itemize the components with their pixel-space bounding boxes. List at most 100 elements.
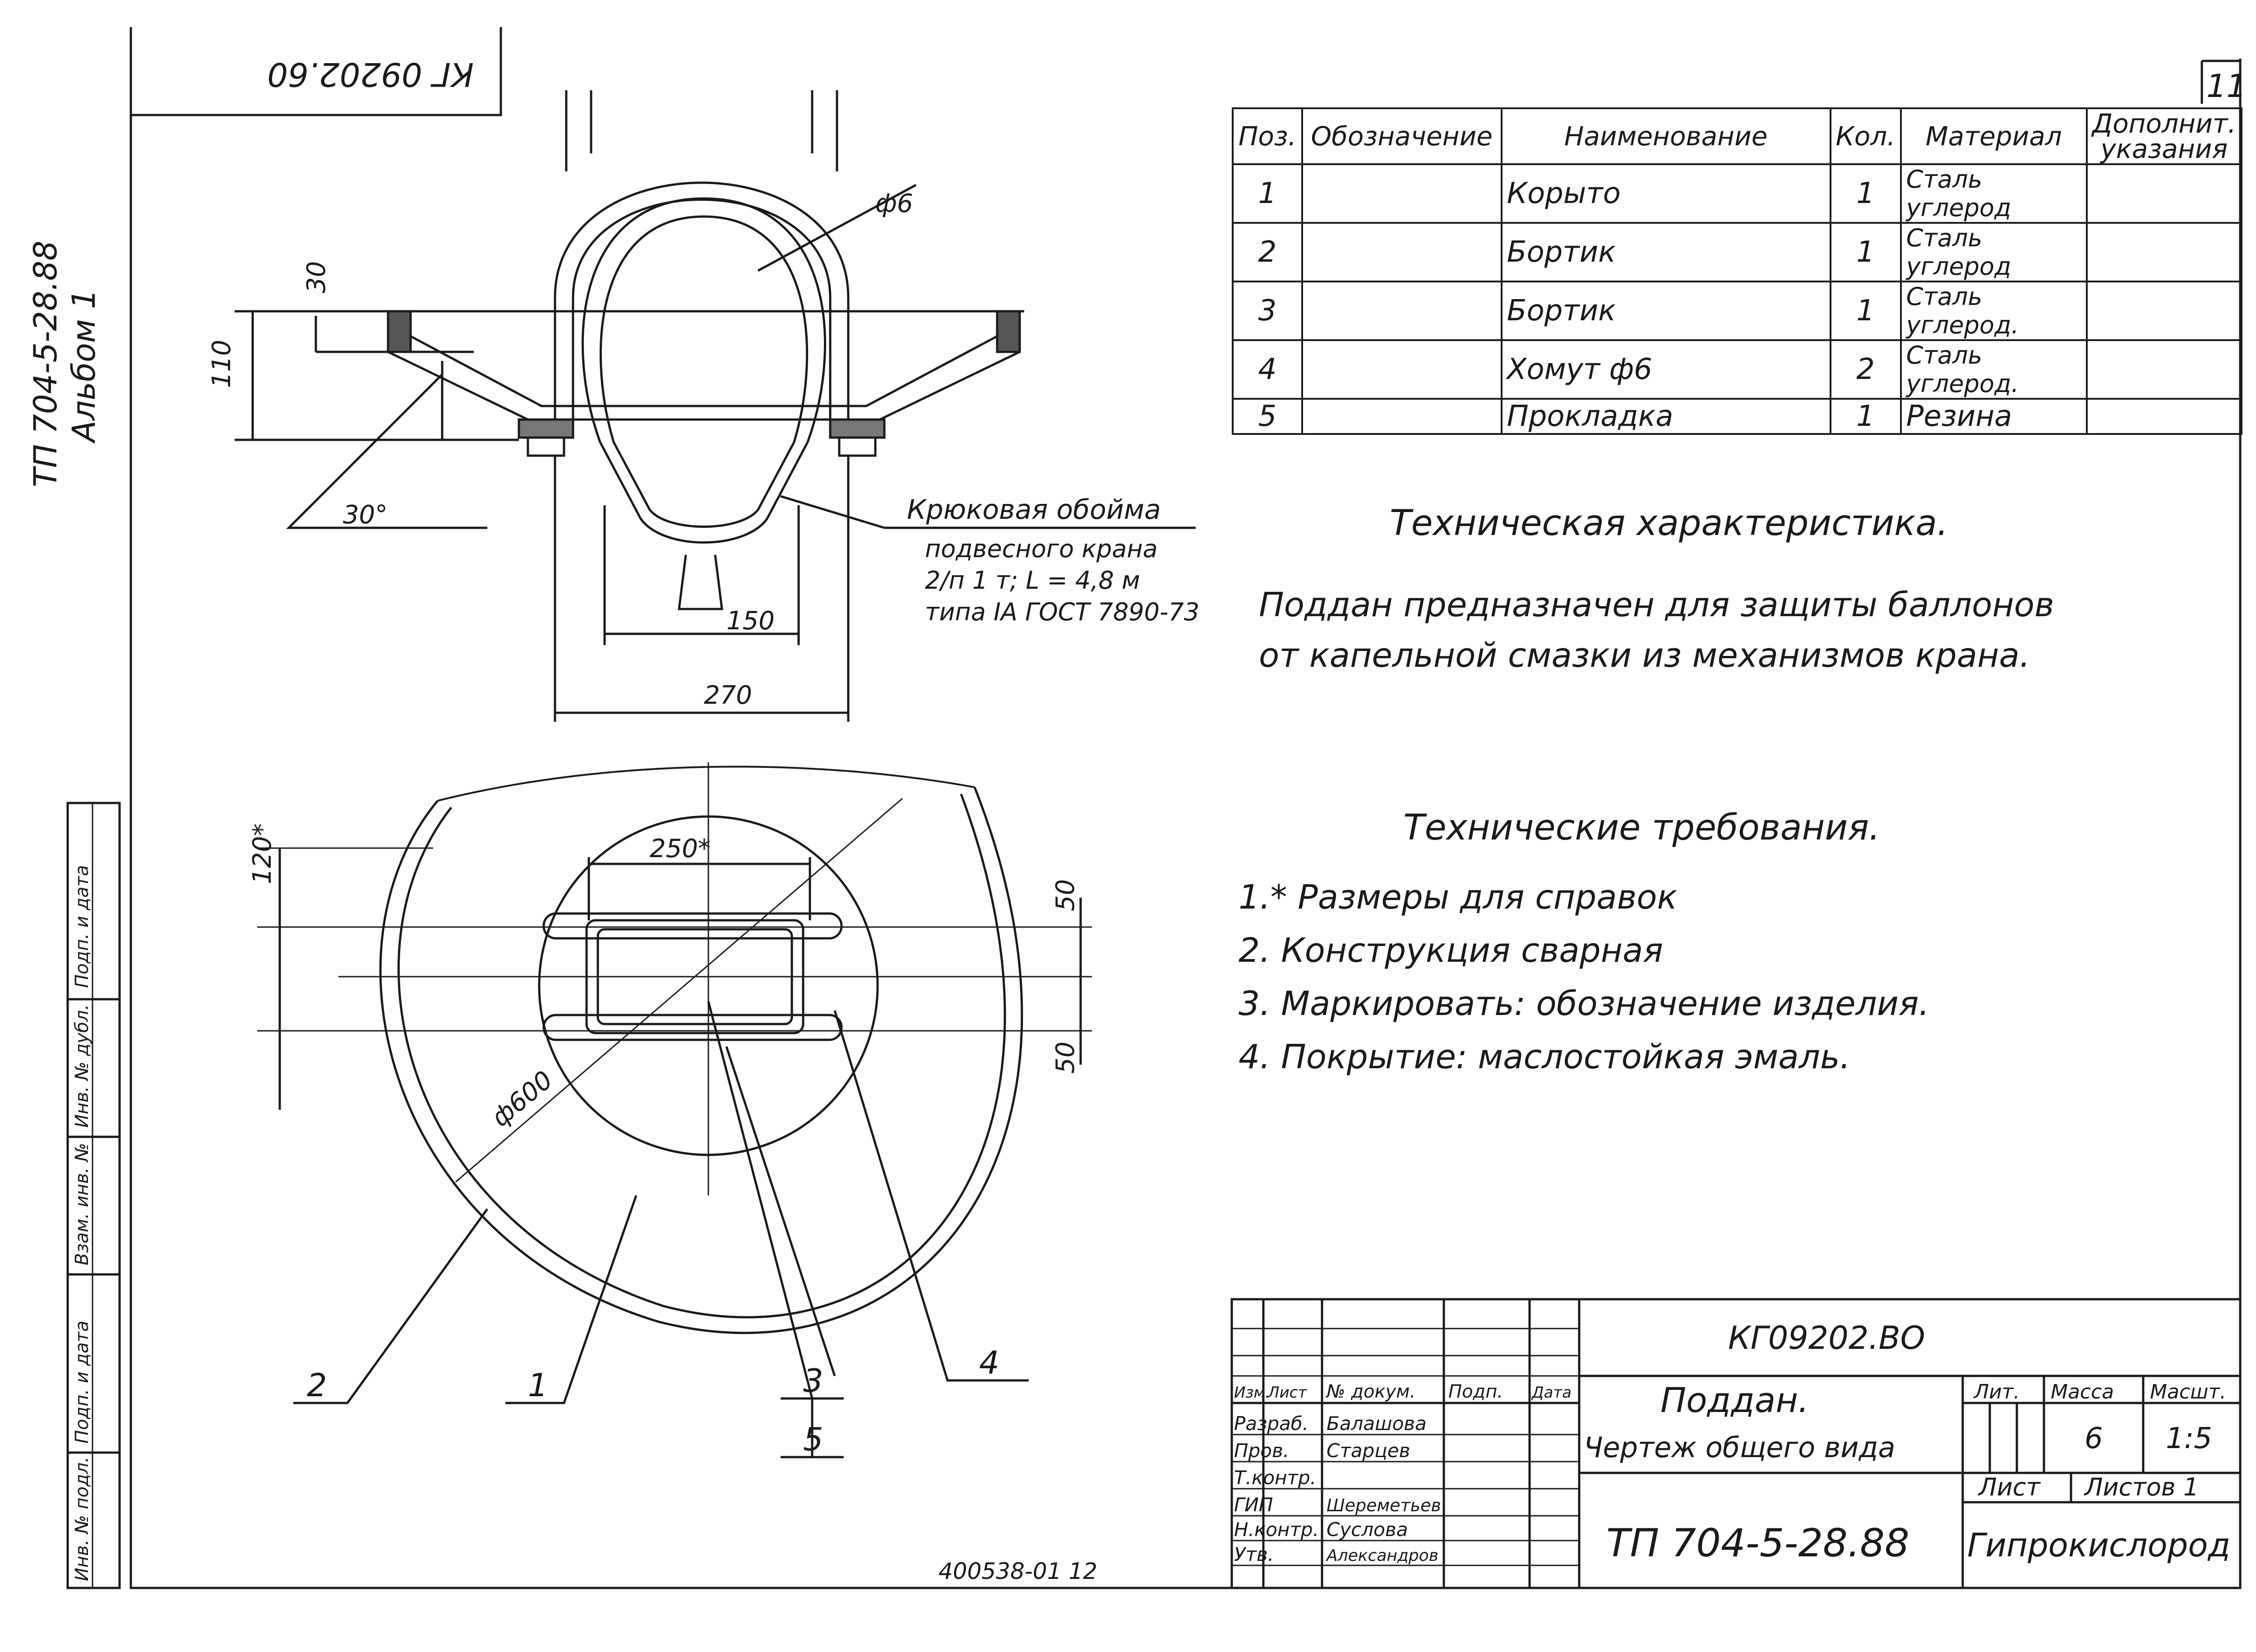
tb-scale-header: Масшт. (2150, 1380, 2226, 1403)
bom-pos: 4 (1232, 339, 1303, 400)
tb-col-sign: Подп. (1448, 1381, 1503, 1402)
bom-material: Сталь углерод. (1900, 339, 2088, 400)
bom-row: 4 Хомут ф6 2 Сталь углерод. (1232, 339, 2243, 400)
dim-270: 270 (704, 681, 752, 710)
requirement-item: 2. Конструкция сварная (1239, 931, 1663, 970)
tb-sheets-label: Листов 1 (2084, 1473, 2199, 1501)
album-label-line1: ТП 704-5-28.88 (27, 240, 64, 487)
tb-sheet-label: Лист (1978, 1473, 2041, 1501)
side-label-3: Взам. инв. № (72, 1143, 92, 1265)
callout-line2: подвесного крана (925, 535, 1158, 563)
bom-designation (1301, 339, 1502, 400)
bom-qty: 2 (1829, 339, 1902, 400)
bom-pos: 2 (1232, 222, 1303, 282)
section-view (235, 90, 1196, 722)
bom-designation (1301, 163, 1502, 224)
tb-name-5: Суслова (1327, 1518, 1408, 1541)
bom-pos: 5 (1232, 398, 1303, 435)
tb-col-date: Дата (1531, 1384, 1572, 1402)
tb-org: Гипрокислород (1967, 1526, 2230, 1564)
bom-pos: 3 (1232, 281, 1303, 341)
bom-notes (2085, 163, 2243, 224)
album-label-line2: Альбом 1 (65, 289, 102, 444)
tb-col-doc: № докум. (1326, 1381, 1415, 1402)
bom-name: Хомут ф6 (1500, 339, 1831, 400)
tb-role-1: Разраб. (1234, 1412, 1308, 1435)
tech-characteristics-text: Поддан предназначен для защиты баллонов … (1259, 580, 2054, 681)
bom-pos: 1 (1232, 163, 1303, 224)
bom-row: 1 Корыто 1 Сталь углерод (1232, 163, 2243, 224)
requirement-item: 1.* Размеры для справок (1239, 878, 1678, 917)
bom-row: 5 Прокладка 1 Резина (1232, 398, 2243, 435)
leader-3: 3 (803, 1362, 823, 1399)
leader-1: 1 (528, 1367, 548, 1404)
dim-120: 120* (248, 823, 277, 884)
tb-title1: Поддан. (1660, 1380, 1809, 1420)
bom-notes (2085, 281, 2243, 341)
sheet-frame (129, 27, 2242, 1589)
frame-top-left (131, 27, 502, 116)
tb-role-6: Утв. (1234, 1543, 1274, 1565)
side-label-4: Подп. и дата (72, 1321, 92, 1444)
footer-note: 400538-01 12 (938, 1558, 1097, 1584)
bom-material: Сталь углерод. (1900, 281, 2088, 341)
sheet-number: 11 (2206, 68, 2247, 105)
bom-qty: 1 (1829, 281, 1902, 341)
bom-material: Резина (1900, 398, 2088, 435)
bom-header-notes: Дополнит. указания (2085, 107, 2243, 165)
bom-designation (1301, 398, 1502, 435)
bom-name: Бортик (1500, 222, 1831, 282)
title-block-grid (1230, 1298, 2242, 1589)
tb-code: КГ09202.ВО (1728, 1320, 1925, 1357)
requirement-item: 3. Маркировать: обозначение изделия. (1239, 984, 1930, 1023)
tb-scale: 1:5 (2166, 1422, 2212, 1455)
dim-50a: 50 (1051, 879, 1080, 911)
bom-designation (1301, 222, 1502, 282)
tb-project: ТП 704-5-28.88 (1606, 1521, 1909, 1566)
dim-250: 250* (650, 834, 711, 863)
callout-line4: типа IA ГОСТ 7890-73 (925, 598, 1199, 626)
bom-material: Сталь углерод (1900, 163, 2088, 224)
tb-name-6: Александров (1326, 1546, 1438, 1565)
bom-name: Бортик (1500, 281, 1831, 341)
dim-150: 150 (726, 606, 775, 636)
tb-name-2: Старцев (1327, 1440, 1410, 1462)
bom-row: 2 Бортик 1 Сталь углерод (1232, 222, 2243, 282)
dim-30: 30 (302, 261, 331, 293)
bom-name: Прокладка (1500, 398, 1831, 435)
tb-col-list: Лист (1267, 1384, 1307, 1402)
leader-4: 4 (979, 1344, 999, 1381)
tb-name-1: Балашова (1327, 1412, 1427, 1435)
callout-line3: 2/п 1 т; L = 4,8 м (925, 566, 1140, 595)
dim-110: 110 (207, 340, 236, 388)
bom-name: Корыто (1500, 163, 1831, 224)
bom-table: Поз. Обозначение Наименование Кол. Матер… (1232, 107, 2243, 435)
tb-lit-header: Лит. (1973, 1380, 2020, 1403)
bom-qty: 1 (1829, 398, 1902, 435)
leader-5: 5 (803, 1421, 823, 1458)
tb-role-4: ГИП (1234, 1494, 1273, 1516)
bom-notes (2085, 339, 2243, 400)
tech-characteristics-title: Техническая характеристика. (1390, 503, 1948, 544)
plan-view (257, 762, 1092, 1458)
bom-header-designation: Обозначение (1301, 107, 1502, 165)
tb-role-5: Н.контр. (1234, 1518, 1319, 1541)
tb-name-4: Шереметьев (1327, 1495, 1441, 1515)
tb-role-3: Т.контр. (1234, 1467, 1316, 1489)
tb-role-2: Пров. (1234, 1440, 1289, 1462)
leader-2: 2 (307, 1367, 327, 1404)
bom-notes (2085, 222, 2243, 282)
tech-requirements-list: 1.* Размеры для справок 2. Конструкция с… (1239, 871, 1929, 1084)
bom-qty: 1 (1829, 222, 1902, 282)
side-label-1: Подп. и дата (72, 865, 92, 988)
rotated-stamp: КГ 09202.60 (267, 55, 474, 93)
dim-phi6: ф6 (875, 189, 913, 218)
bom-header-pos: Поз. (1232, 107, 1303, 165)
side-stamp (66, 802, 121, 1589)
bom-row: 3 Бортик 1 Сталь углерод. (1232, 281, 2243, 341)
tb-title2: Чертеж общего вида (1584, 1431, 1895, 1464)
tb-col-izm: Изм. (1234, 1384, 1270, 1402)
tech-characteristics-line1: Поддан предназначен для защиты баллонов (1259, 586, 2054, 624)
dim-50b: 50 (1051, 1042, 1080, 1074)
